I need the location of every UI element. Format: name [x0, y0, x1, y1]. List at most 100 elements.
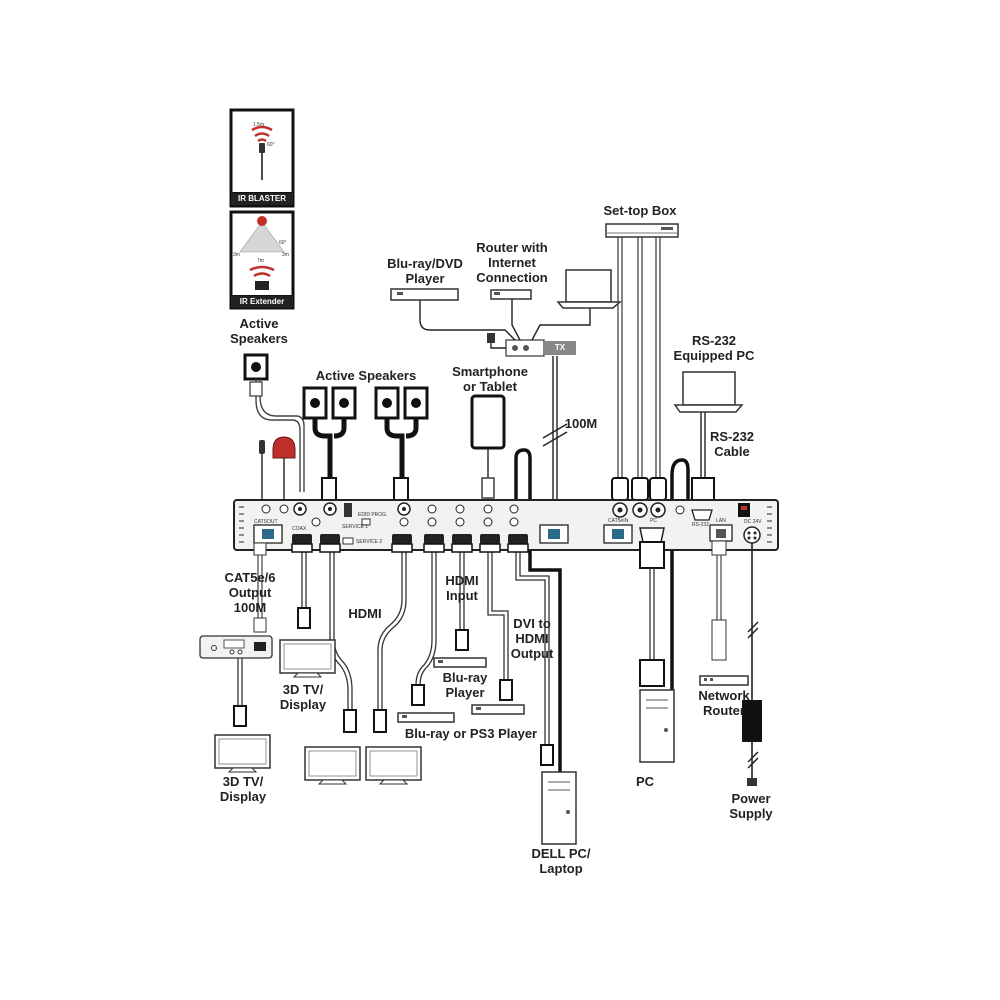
ir-extender-angle: 60° [279, 240, 287, 246]
hdmi-label: HDMI [348, 606, 382, 621]
hdmi-input-line-2: Input [446, 588, 478, 603]
bluray-player-label: Blu-ray Player [430, 670, 500, 700]
ir-extender-caption: IR Extender [231, 296, 293, 308]
panel-service-2: SERVICE 2 [356, 539, 382, 545]
active-speakers-left-label: Active Speakers [214, 316, 304, 346]
tv-display-left [214, 734, 271, 773]
dell-pc-tower [541, 771, 577, 845]
bluray-dvd-line-1: Blu-ray/DVD [387, 256, 463, 271]
power-supply-line-1: Power [731, 791, 771, 806]
rs232-laptop [673, 371, 744, 413]
dell-pc-line-2: Laptop [539, 861, 583, 876]
panel-pc: PC [650, 518, 657, 524]
dell-pc-line-1: DELL PC/ [531, 846, 591, 861]
power-supply [742, 543, 762, 786]
tv-display-left-label: 3D TV/ Display [208, 774, 278, 804]
network-router-line-2: Router [703, 703, 745, 718]
router-line-2: Internet [488, 255, 536, 270]
smartphone-cable [481, 448, 495, 500]
cat-output-label: CAT5e/6 Output 100M [210, 570, 290, 615]
rs232-cable-label: RS-232 Cable [702, 429, 762, 459]
pc-tower [639, 689, 675, 763]
bluray-player-1 [433, 657, 487, 668]
active-speakers-pair-1 [302, 386, 357, 501]
ir-blaster-plug [259, 440, 265, 500]
cat-output-line-1: CAT5e/6 [224, 570, 276, 585]
router-line-1: Router with [476, 240, 548, 255]
dvi-hdmi-line-3: Output [510, 646, 554, 661]
link-100m-label: 100M [564, 416, 598, 431]
dvi-hdmi-line-1: DVI to [513, 616, 551, 631]
ir-extender-center-range: 7m [257, 258, 264, 264]
ir-extender-right-range: 3m [282, 252, 289, 258]
bluray-player-2 [397, 712, 455, 723]
panel-rs232: RS-232 [692, 522, 709, 528]
cat-output-line-3: 100M [233, 600, 267, 615]
active-speakers-pair-2 [374, 386, 429, 501]
panel-cat5in: CAT5eIN [608, 518, 629, 524]
panel-coax: COAX [292, 526, 307, 532]
tx-badge: TX [554, 343, 566, 352]
cat-output-line-2: Output [228, 585, 272, 600]
network-router-line-1: Network [698, 688, 750, 703]
internet-router [490, 289, 532, 300]
ir-blaster-caption: IR BLASTER [231, 193, 293, 205]
tv-display-center [279, 639, 336, 678]
dvi-hdmi-label: DVI to HDMI Output [500, 616, 564, 661]
tv-display-left-line-2: Display [219, 789, 267, 804]
cat-output-cable [253, 542, 267, 633]
laptop-top [556, 269, 623, 309]
tv-display-center-label: 3D TV/ Display [268, 682, 338, 712]
ir-extender-plug [272, 436, 296, 500]
bluray-player-line-2: Player [445, 685, 485, 700]
pc-label: PC [635, 774, 655, 789]
bluray-player-line-1: Blu-ray [442, 670, 488, 685]
power-supply-label: Power Supply [716, 791, 786, 821]
tx-unit [487, 333, 576, 357]
panel-dc: DC 24V [744, 519, 762, 525]
panel-service: SERVICE 1 [342, 524, 368, 530]
hdmi-input-line-1: HDMI [445, 573, 479, 588]
ir-blaster-card: 1.5m 60° [229, 108, 295, 208]
network-router [699, 675, 749, 686]
smartphone-label: Smartphone or Tablet [440, 364, 540, 394]
rs232-cable-line-1: RS-232 [709, 429, 755, 444]
hdmi-plugs [291, 543, 554, 766]
active-speakers-left-line-2: Speakers [230, 331, 288, 346]
active-speakers-left-line-1: Active [239, 316, 279, 331]
network-router-label: Network Router [686, 688, 762, 718]
dvi-hdmi-line-2: HDMI [515, 631, 549, 646]
pc-vga-cable [639, 541, 665, 687]
rs232-cable-line-2: Cable [714, 444, 750, 459]
tv-display-center-line-1: 3D TV/ [282, 682, 324, 697]
active-speaker-single [243, 353, 305, 492]
bluray-ps3-label: Blu-ray or PS3 Player [404, 726, 538, 741]
bluray-dvd-label: Blu-ray/DVD Player [375, 256, 475, 286]
smartphone-tablet [470, 394, 506, 450]
tv-bottom-2 [365, 746, 422, 785]
network-router-cable [711, 540, 727, 661]
bluray-dvd-line-2: Player [405, 271, 445, 286]
set-top-box [605, 223, 679, 238]
router-label: Router with Internet Connection [462, 240, 562, 285]
power-supply-line-2: Supply [729, 806, 773, 821]
link-break-marks [542, 423, 568, 447]
hdmi-cables [301, 544, 550, 745]
bluray-dvd-player [390, 288, 459, 301]
set-top-box-label: Set-top Box [603, 203, 677, 218]
smartphone-line-2: or Tablet [463, 379, 517, 394]
router-line-3: Connection [476, 270, 548, 285]
panel-catsout: CATSOUT [254, 519, 278, 525]
ir-blaster-angle: 60° [267, 142, 275, 148]
rs232-pc-label: RS-232 Equipped PC [664, 333, 764, 363]
receiver-box [199, 635, 273, 659]
rs232-pc-line-2: Equipped PC [673, 348, 755, 363]
ir-extender-card: 60° 3m 3m 7m [229, 210, 295, 310]
receiver-hdmi-cable [233, 658, 247, 727]
hdmi-input-label: HDMI Input [432, 573, 492, 603]
panel-lan: LAN [716, 518, 726, 524]
ir-blaster-distance: 1.5m [253, 122, 264, 128]
tv-display-left-line-1: 3D TV/ [222, 774, 264, 789]
set-top-box-plugs [611, 477, 667, 501]
